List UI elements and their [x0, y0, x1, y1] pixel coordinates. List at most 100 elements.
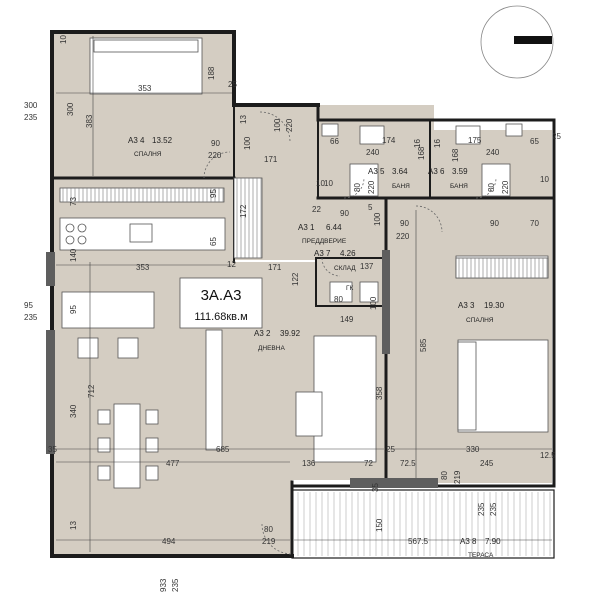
- dim-235-left: 235: [24, 113, 38, 122]
- dim-300-v: 300: [66, 102, 75, 116]
- dim-95a: 95: [209, 189, 218, 198]
- door-bath-5: [343, 177, 365, 199]
- hatches: [59, 177, 549, 279]
- bedroom-3-wardrobe: [455, 257, 549, 279]
- stove-burner-2: [77, 223, 87, 233]
- chair-4: [145, 409, 159, 425]
- dim-80e: 80: [264, 525, 273, 534]
- compass-needle: [514, 36, 552, 44]
- dim-90c: 90: [400, 219, 409, 228]
- dim-100b: 100: [243, 136, 252, 150]
- room-bath-6-area: 3.59: [452, 167, 468, 176]
- door-bedroom-3: [415, 205, 443, 233]
- column-left-2: [46, 330, 55, 454]
- room-living-name: ДНЕВНА: [258, 345, 285, 352]
- dim-100c: 100: [373, 212, 382, 226]
- sink-kitchen: [129, 223, 153, 243]
- dim-358: 358: [375, 386, 384, 400]
- dim-172: 172: [239, 204, 248, 218]
- floor-living-bottom: [52, 480, 292, 555]
- room-storage-id: A3 7: [314, 249, 331, 258]
- stool-2: [117, 337, 139, 359]
- dimension-labels: 353 188 25 300 235 300 383 90 220 13 100…: [24, 35, 561, 592]
- dim-383: 383: [85, 114, 94, 128]
- furniture: [59, 37, 549, 489]
- room-terrace-name: ТЕРАСА: [468, 552, 494, 559]
- dim-137: 137: [360, 262, 374, 271]
- dim-235e: 235: [171, 578, 180, 592]
- dim-235c: 235: [477, 502, 486, 516]
- dim-140: 140: [69, 248, 78, 262]
- dim-220a: 220: [208, 151, 222, 160]
- room-bedroom-4-name: СПАЛНЯ: [134, 151, 162, 158]
- wall-top-left: [50, 30, 320, 107]
- dim-245: 245: [480, 459, 494, 468]
- room-bath-6-id: A3 6: [428, 167, 445, 176]
- dim-80d: 80: [440, 471, 449, 480]
- room-bedroom-4-id: A3 4: [128, 136, 145, 145]
- dining-table: [113, 403, 141, 489]
- compass-circle: [480, 5, 554, 79]
- dim-16a: 16: [413, 139, 422, 148]
- dim-10b: 10: [324, 179, 333, 188]
- dim-65b: 65: [209, 237, 218, 246]
- dim-712: 712: [87, 384, 96, 398]
- dim-168a: 168: [417, 146, 426, 160]
- dim-220c: 220: [367, 180, 376, 194]
- dim-220b: 220: [285, 118, 294, 132]
- storage-gk-label: ГК: [346, 285, 354, 292]
- room-terrace-id: A3 8: [460, 537, 477, 546]
- dimension-lines: [56, 36, 552, 552]
- dim-494: 494: [162, 537, 176, 546]
- north-arrow-icon: [480, 5, 554, 79]
- dim-300-left: 300: [24, 101, 38, 110]
- dim-353-top: 353: [138, 84, 152, 93]
- door-bath-6: [475, 177, 497, 199]
- dim-235b: 235: [24, 313, 38, 322]
- dim-35b: 35: [371, 483, 380, 492]
- dim-73: 73: [69, 197, 78, 206]
- room-bedroom-3-name: СПАЛНЯ: [466, 317, 494, 324]
- dim-585: 585: [419, 338, 428, 352]
- dim-171b: 171: [268, 263, 282, 272]
- dim-685: 685: [216, 445, 230, 454]
- unit-title-frame: [179, 277, 263, 329]
- door-terrace: [261, 523, 293, 555]
- pillows-bedroom-3: [457, 341, 477, 431]
- column-center: [382, 250, 390, 354]
- dim-72-5: 72.5: [400, 459, 416, 468]
- dim-175: 175: [468, 136, 482, 145]
- dim-219a: 219: [453, 470, 462, 484]
- toilet-bath-6: [505, 123, 523, 137]
- bedroom-3-wardrobe-frame: [455, 257, 549, 279]
- room-bedroom-4-area: 13.52: [152, 136, 173, 145]
- door-storage: [321, 257, 341, 277]
- room-labels: A3 4 13.52 СПАЛНЯ A3 5 3.64 БАНЯ A3 6 3.…: [128, 136, 505, 559]
- dim-340: 340: [69, 404, 78, 418]
- dim-25-top: 25: [228, 80, 237, 89]
- dim-16b: 16: [433, 139, 442, 148]
- dim-13b: 13: [69, 521, 78, 530]
- toilet-bath-5: [321, 123, 339, 137]
- hall-wardrobe-frame: [233, 177, 263, 259]
- boiler-storage: [359, 281, 379, 303]
- dim-220d: 220: [501, 180, 510, 194]
- chair-2: [97, 437, 111, 453]
- dim-70: 70: [530, 219, 539, 228]
- dim-12-5: 12.5: [540, 451, 556, 460]
- dim-220e: 220: [396, 232, 410, 241]
- dim-80a: 80: [353, 183, 362, 192]
- terrace-deck: [291, 489, 555, 559]
- dim-150: 150: [375, 518, 384, 532]
- stove-burner-3: [65, 235, 75, 245]
- column-left-1: [46, 252, 55, 286]
- terrace: [291, 489, 555, 559]
- dining-counter: [61, 291, 155, 329]
- door-bedroom-4: [203, 151, 231, 179]
- dim-35a: 35: [48, 445, 57, 454]
- dim-10c: 10: [540, 175, 549, 184]
- dim-10d: 10: [59, 35, 68, 44]
- room-bath-5-name: БАНЯ: [392, 183, 410, 190]
- dim-25c: 25: [386, 445, 395, 454]
- dim-90a: 90: [211, 139, 220, 148]
